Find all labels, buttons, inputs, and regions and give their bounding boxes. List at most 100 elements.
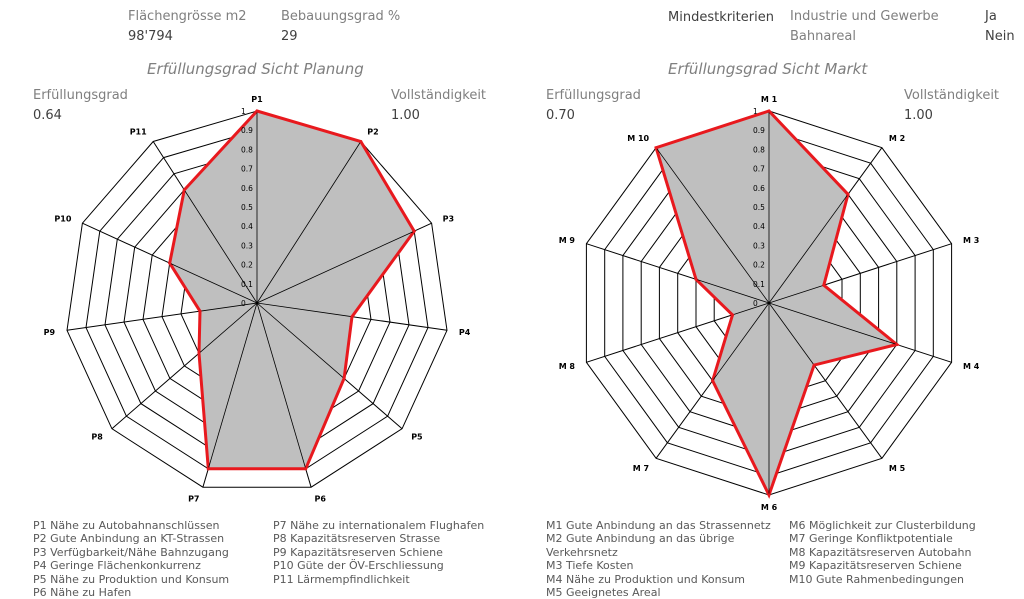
data-point — [304, 467, 308, 471]
data-series-area — [168, 109, 416, 471]
legend-item: M6 Möglichkeit zur Clusterbildung — [789, 519, 976, 532]
legend-item: M1 Gute Anbindung an das Strassennetz — [546, 519, 771, 532]
tick-label: 0.3 — [241, 241, 253, 250]
category-label: P2 — [367, 127, 378, 136]
planung-vollstaendigkeit-value: 1.00 — [391, 108, 420, 123]
bebauung-label: Bebauungsgrad % — [281, 9, 401, 24]
tick-label: 0.6 — [241, 184, 253, 193]
markt-vollstaendigkeit-value: 1.00 — [904, 108, 933, 123]
category-label: M 4 — [963, 362, 980, 371]
tick-label: 0.4 — [753, 222, 765, 231]
tick-label: 0.2 — [753, 261, 765, 270]
data-point — [182, 188, 186, 192]
axis-spoke-inner — [256, 141, 362, 304]
category-label: P4 — [459, 328, 471, 337]
axis-spoke-inner — [732, 302, 770, 316]
legend-item: M5 Geeignetes Areal — [546, 586, 661, 599]
legend-item: M8 Kapazitätsreserven Autobahn — [789, 545, 972, 559]
category-label: M 3 — [963, 236, 979, 245]
planung-erfuellung-value: 0.64 — [33, 108, 62, 123]
markt-radar-chart: 00.10.20.30.40.50.60.70.80.91M 1M 2M 3M … — [559, 95, 980, 512]
data-point — [342, 376, 346, 380]
legend-item: M4 Nähe zu Produktion und Konsum — [546, 572, 745, 586]
data-point — [767, 493, 771, 497]
flaeche-label: Flächengrösse m2 — [128, 9, 247, 24]
tick-label: 0.8 — [241, 145, 253, 154]
axis-spoke-inner — [183, 189, 258, 304]
axis-spoke-inner — [712, 302, 770, 381]
planung-legend-right: P7 Nähe zu internationalem Flughafen P8 … — [273, 519, 484, 586]
data-point — [350, 315, 354, 319]
axis-spoke-inner — [199, 302, 258, 312]
tick-label: 0.9 — [753, 126, 765, 135]
legend-item: Verkehrsnetz — [546, 545, 618, 559]
category-label: P1 — [251, 95, 263, 104]
planung-title: Erfüllungsgrad Sicht Planung — [147, 60, 364, 78]
data-point — [694, 277, 698, 281]
data-point — [255, 109, 259, 113]
legend-item: M7 Geringe Konfliktpotentiale — [789, 532, 953, 546]
mindestkriterien-label: Mindestkriterien — [668, 10, 774, 25]
grid-ring — [66, 110, 448, 488]
tick-label: 0.8 — [753, 145, 765, 154]
category-label: P7 — [188, 495, 199, 504]
axis-spoke-inner — [198, 302, 258, 354]
category-label: P6 — [315, 495, 327, 504]
data-point — [711, 379, 715, 383]
tick-label: 0.5 — [241, 203, 253, 212]
data-point — [198, 309, 202, 313]
tick-label: 0.5 — [753, 203, 765, 212]
tick-label: 0 — [753, 299, 758, 308]
category-label: M 10 — [627, 134, 649, 143]
markt-legend-right: M6 Möglichkeit zur Clusterbildung M7 Ger… — [789, 519, 976, 586]
category-label: M 8 — [559, 362, 576, 371]
axis-spoke-inner — [768, 302, 815, 366]
legend-item: P9 Kapazitätsreserven Schiene — [273, 545, 443, 559]
legend-item: P11 Lärmempfindlichkeit — [273, 572, 410, 586]
industrie-label: Industrie und Gewerbe — [790, 9, 939, 24]
legend-item: P6 Nähe zu Hafen — [33, 586, 132, 599]
legend-item: M3 Tiefe Kosten — [546, 559, 634, 573]
category-label: P5 — [411, 433, 423, 442]
category-label: M 7 — [633, 464, 649, 473]
category-label: M 1 — [761, 95, 778, 104]
axis-spoke-inner — [768, 194, 849, 304]
tick-label: 0.7 — [241, 165, 253, 174]
markt-legend-left: M1 Gute Anbindung an das Strassennetz M2… — [546, 519, 771, 599]
axis-spoke-inner — [256, 230, 415, 304]
tick-label: 0.2 — [241, 261, 253, 270]
data-point — [197, 351, 201, 355]
legend-item: M9 Kapazitätsreserven Schiene — [789, 559, 962, 573]
axis-spoke-inner — [256, 302, 307, 469]
markt-erfuellung-label: Erfüllungsgrad — [546, 88, 641, 103]
markt-title: Erfüllungsgrad Sicht Markt — [668, 60, 868, 78]
tick-label: 0.9 — [241, 126, 253, 135]
axis-spoke-inner — [768, 302, 897, 345]
axis-spoke-inner — [655, 147, 770, 304]
tick-label: 0.7 — [753, 165, 765, 174]
tick-label: 1 — [753, 107, 758, 116]
tick-label: 0.3 — [753, 241, 765, 250]
tick-label: 0.1 — [753, 280, 765, 289]
data-point — [812, 363, 816, 367]
legend-item: P4 Geringe Flächenkonkurrenz — [33, 559, 201, 573]
axis-spoke-inner — [207, 302, 258, 469]
flaeche-value: 98'794 — [128, 29, 173, 44]
data-point — [895, 343, 899, 346]
tick-label: 0 — [241, 299, 246, 308]
planung-legend-left: P1 Nähe zu Autobahnanschlüssen P2 Gute A… — [33, 519, 229, 599]
legend-item: P1 Nähe zu Autobahnanschlüssen — [33, 519, 220, 532]
category-label: P11 — [130, 127, 147, 136]
data-point — [767, 109, 771, 113]
category-label: P3 — [443, 214, 454, 223]
data-point — [168, 261, 172, 265]
markt-erfuellung-value: 0.70 — [546, 108, 575, 123]
axis-spoke-inner — [768, 284, 824, 304]
data-point — [822, 283, 826, 287]
bahnareal-value: Nein — [985, 29, 1015, 44]
data-point — [654, 146, 658, 150]
axis-spoke-inner — [169, 262, 258, 304]
axis-spoke-inner — [256, 302, 345, 379]
planung-vollstaendigkeit-label: Vollständigkeit — [391, 88, 487, 103]
data-point — [412, 229, 416, 233]
